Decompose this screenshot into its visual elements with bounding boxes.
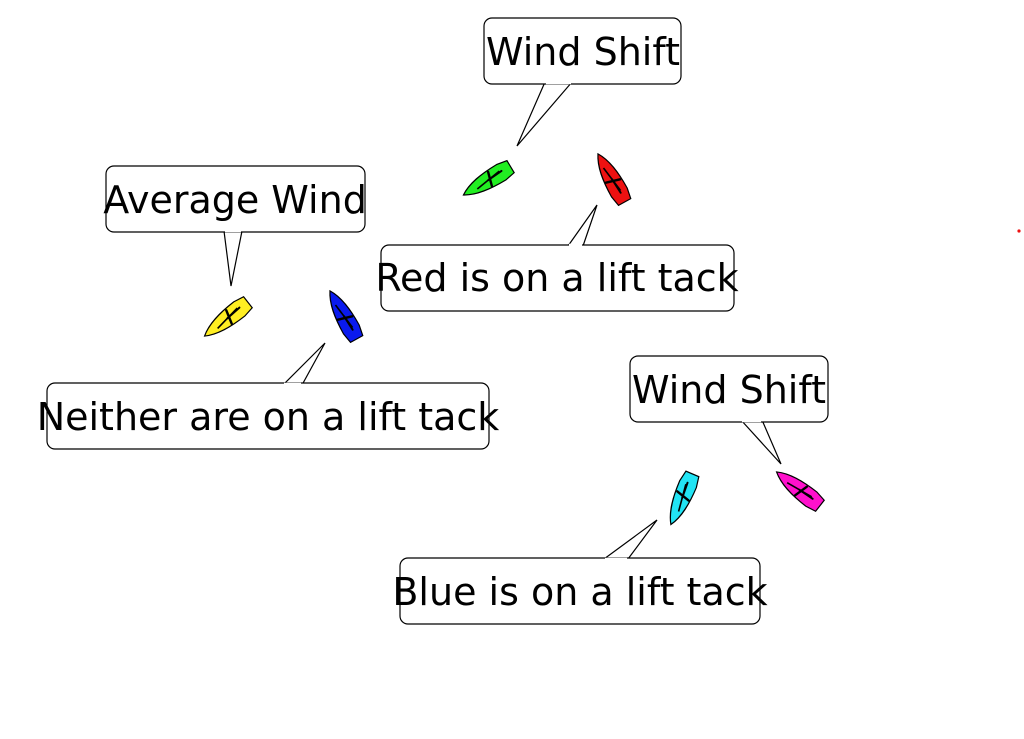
callout-wind-shift-right: Wind Shift [629, 355, 829, 465]
boat-yellow [203, 295, 254, 337]
callout-label: Wind Shift [632, 368, 826, 412]
callout-tail [223, 230, 243, 287]
callout-tail [516, 81, 573, 147]
callout-blue-lift: Blue is on a lift tack [392, 519, 768, 625]
callout-average-wind: Average Wind [103, 165, 367, 287]
callout-box [629, 355, 829, 423]
boat-blue [329, 289, 364, 344]
callout-label: Average Wind [103, 178, 367, 222]
boat-cyan [669, 470, 700, 526]
callout-red-lift: Red is on a lift tack [375, 204, 739, 312]
callout-label: Wind Shift [486, 30, 680, 74]
callout-box [46, 382, 490, 450]
callout-label: Blue is on a lift tack [392, 570, 767, 614]
boat-red [597, 152, 632, 207]
boat-green [462, 159, 515, 196]
marker-dot [1017, 229, 1021, 233]
callout-neither-lift: Neither are on a lift tack [37, 342, 500, 450]
callout-tail [282, 342, 326, 386]
callout-tail [740, 419, 782, 465]
callout-box [399, 557, 761, 625]
callout-tail [603, 519, 658, 560]
callout-box [380, 244, 735, 312]
callout-label: Red is on a lift tack [375, 256, 738, 300]
boat-magenta [775, 471, 826, 513]
callout-box [483, 17, 682, 85]
callout-wind-shift-top: Wind Shift [483, 17, 682, 147]
callout-label: Neither are on a lift tack [37, 395, 500, 439]
callout-tail [567, 204, 598, 247]
